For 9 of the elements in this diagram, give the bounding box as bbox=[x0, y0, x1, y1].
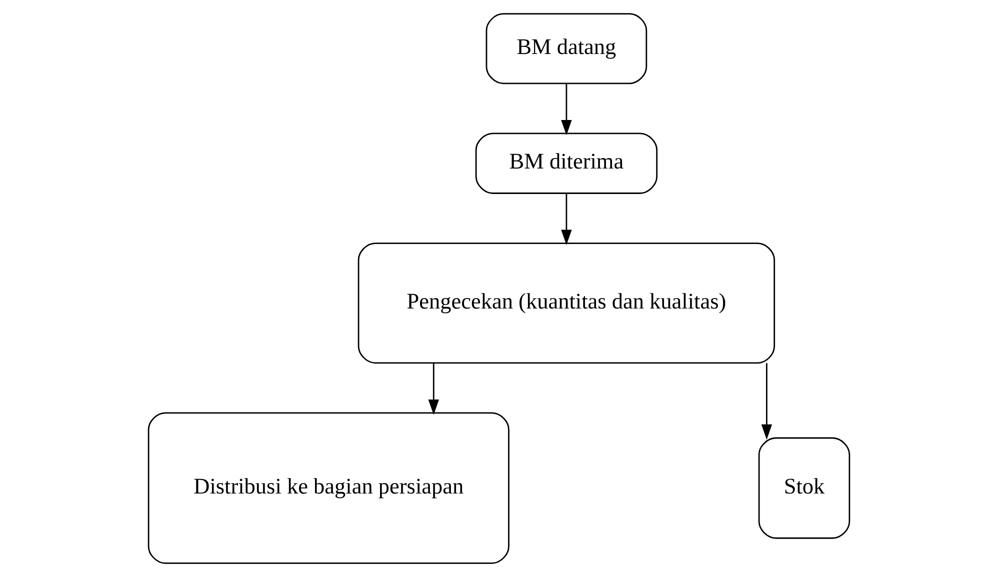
node-box: Pengecekan (kuantitas dan kualitas) bbox=[357, 242, 775, 364]
arrow bbox=[760, 363, 772, 440]
arrow bbox=[560, 84, 572, 136]
arrow bbox=[560, 194, 572, 246]
node-box: BM diterima bbox=[474, 132, 658, 194]
arrow bbox=[428, 363, 438, 415]
node-box: Distribusi ke bagian persiapan bbox=[147, 412, 509, 564]
node-box: Stok bbox=[758, 437, 850, 539]
node-box: BM datang bbox=[485, 13, 647, 84]
